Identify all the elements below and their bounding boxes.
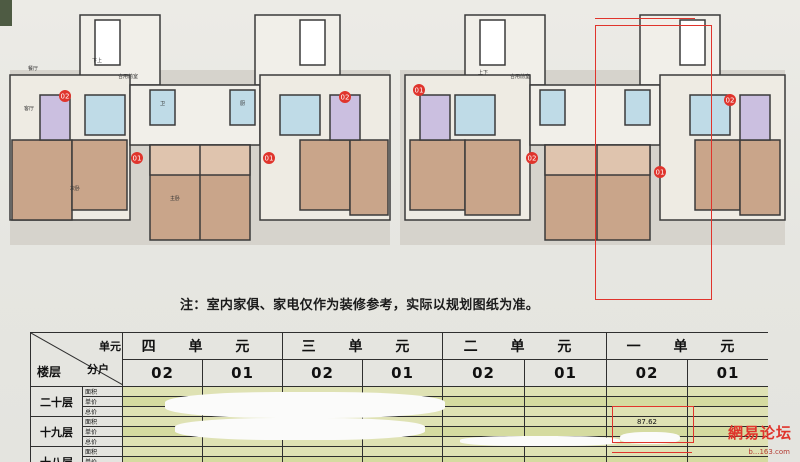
row-sub-label: 单价 [82,426,123,437]
unit-header-3: 三 单 元 [282,332,443,360]
header-floor-label: 楼层 [37,365,62,379]
row-sub-label: 总价 [82,436,123,447]
table-row: 单价 [31,456,768,462]
table-row: 十八层 面积 [30,446,768,462]
floor-label: 十八层 [30,446,83,462]
household-header: 02 [442,359,525,387]
circle-label: 02 [61,93,70,101]
floor-plan: 02 01 01 02 01 02 01 02 下上 上下 合用前室 合用前室 … [9,14,786,245]
room-label: 卫 [160,101,165,107]
room-label: 厨 [240,101,245,107]
household-header: 01 [687,359,768,387]
redaction-smear [175,418,425,440]
household-header: 01 [362,359,443,387]
room-label: 客厅 [24,105,34,112]
household-header: 02 [606,359,688,387]
room-label: 次卧 [70,185,80,192]
table-header-row: 单元 分户 楼层 四 单 元 三 单 元 二 单 元 一 单 元 [30,332,768,387]
plan-room-labels: 下上 上下 合用前室 合用前室 客厅 餐厅 主卧 次卧 卫 厨 [24,57,530,202]
circle-label: 02 [341,94,350,102]
annotation-line-top [595,18,695,19]
redaction-smear [165,392,445,418]
circle-label: 01 [656,169,665,177]
household-header-row: 02 01 02 01 02 01 02 01 [31,359,768,387]
circle-label: 01 [133,155,142,163]
room-label: 合用前室 [510,73,530,80]
row-sub-label: 面积 [82,416,123,427]
unit-header-1: 一 单 元 [606,332,768,360]
unit-header-4: 四 单 元 [122,332,283,360]
floor-label: 十九层 [30,416,83,447]
annotation-rect [595,25,712,300]
room-label: 主卧 [170,195,180,202]
household-header: 02 [122,359,203,387]
household-header: 01 [524,359,607,387]
site-logo: 網易论坛 [727,424,792,442]
row-sub-label: 总价 [82,406,123,417]
room-label: 合用前室 [118,73,138,80]
corner-tab [0,0,12,26]
floor-label: 二十层 [30,386,83,417]
row-sub-label: 单价 [82,456,123,462]
redaction-smear [620,432,680,444]
row-sub-label: 面积 [82,446,123,457]
plan-circle-labels: 02 01 01 02 01 02 01 02 [59,84,736,178]
annotation-rect [612,406,694,443]
room-label: 餐厅 [28,65,38,72]
header-unit-label: 单元 [99,340,121,353]
annotation-line-bottom [612,452,692,453]
room-label: 下上 [92,57,102,64]
building-right [404,14,786,241]
circle-label: 02 [528,155,537,163]
row-sub-label: 面积 [82,386,123,397]
unit-header-2: 二 单 元 [442,332,607,360]
building-left [9,14,391,241]
circle-label: 01 [415,87,424,95]
row-sub-label: 单价 [82,396,123,407]
header-household-label: 分户 [87,363,109,376]
household-header: 01 [202,359,283,387]
site-logo-url: b...163.com [748,448,790,456]
circle-label: 02 [726,97,735,105]
redaction-smear [460,436,620,446]
circle-label: 01 [265,155,274,163]
header-diagonal [31,333,123,385]
disclaimer-note: 注：室内家俱、家电仅作为装修参考，实际以规划图纸为准。 [180,298,540,313]
room-label: 上下 [478,69,488,76]
household-header: 02 [282,359,363,387]
header-corner: 单元 分户 楼层 [30,332,123,387]
